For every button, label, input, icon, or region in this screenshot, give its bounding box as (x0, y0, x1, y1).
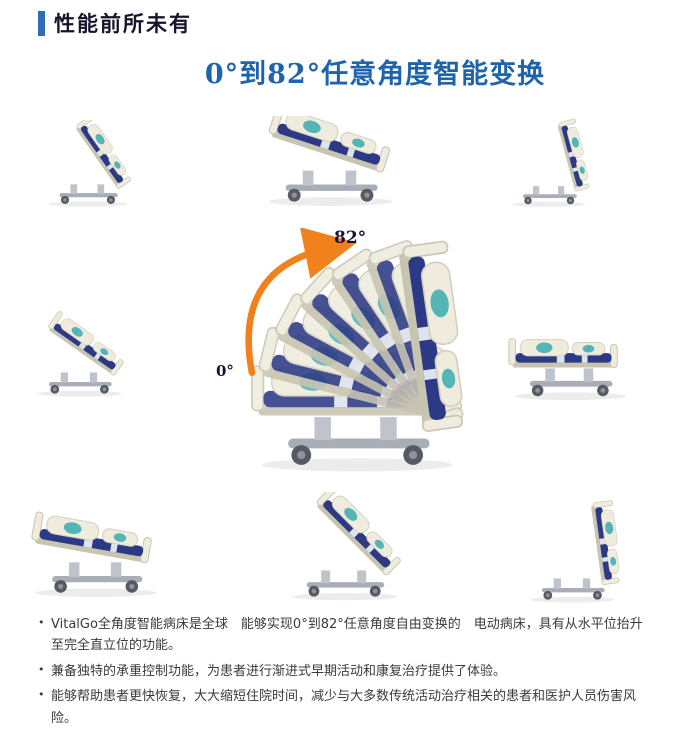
min-angle-label: 0° (216, 362, 234, 380)
title-accent-bar (38, 10, 45, 36)
bed-photo-bottom-center (276, 492, 424, 602)
header: 性能前所未有 (38, 8, 192, 38)
bed-photo-bottom-right (523, 486, 631, 604)
feature-bullet-list: VitalGo全角度智能病床是全球 能够实现0°到82°任意角度自由变换的 电动… (38, 614, 650, 733)
feature-bullet: VitalGo全角度智能病床是全球 能够实现0°到82°任意角度自由变换的 电动… (38, 614, 650, 657)
feature-bullet: 兼备独特的承重控制功能，为患者进行渐进式早期活动和康复治疗提供了体验。 (38, 661, 650, 682)
bed-photo-bottom-left (25, 502, 180, 599)
page-subtitle: 0°到82°任意角度智能变换 (204, 59, 546, 90)
bed-photo-top-left (42, 120, 142, 208)
bed-photo-top-right (505, 118, 601, 208)
bed-photo-top-center (252, 116, 422, 208)
bed-photo-middle-right (505, 310, 647, 402)
bed-photo-middle-left (30, 306, 138, 398)
fan-bed-sequence (208, 228, 513, 478)
feature-bullet: 能够帮助患者更快恢复，大大缩短住院时间，减少与大多数传统活动治疗相关的患者和医护… (38, 686, 650, 729)
page-title: 性能前所未有 (54, 12, 192, 36)
max-angle-label: 82° (334, 228, 367, 248)
angle-fan-image: 82° 0° (208, 228, 513, 478)
